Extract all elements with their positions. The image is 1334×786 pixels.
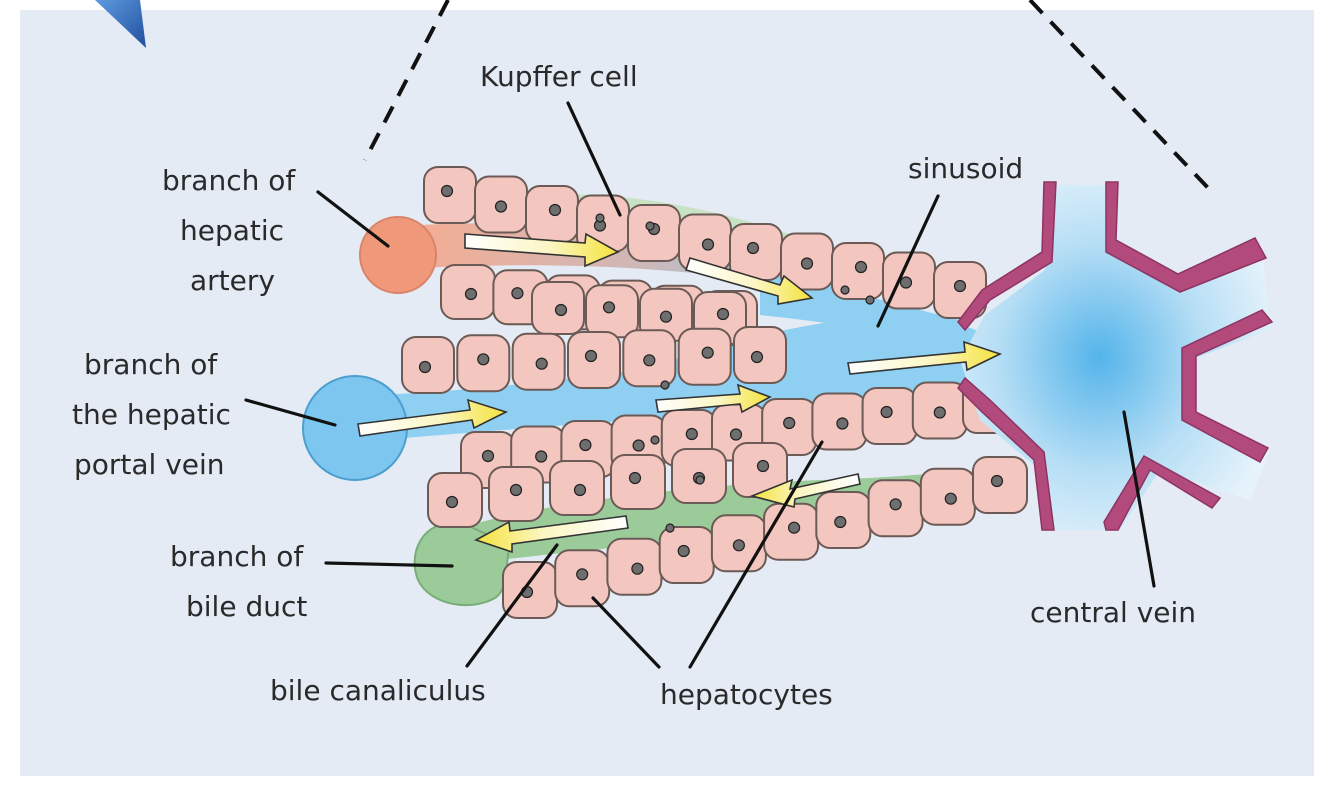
hepatocyte-nucleus: [576, 568, 589, 581]
hepatocyte-nucleus: [933, 406, 946, 419]
hepatocyte-nucleus: [631, 562, 644, 575]
kupffer-cell-nucleus: [695, 475, 705, 485]
kupffer-cell-nucleus: [650, 435, 660, 445]
pointer-central-vein: [1122, 410, 1156, 588]
label-portal-line2: the hepatic: [72, 398, 231, 431]
pointer-canaliculus: [465, 543, 559, 668]
hepatocyte-nucleus: [509, 483, 523, 497]
hepatocyte-nucleus: [746, 241, 760, 255]
hepatocyte-nucleus: [548, 203, 562, 217]
hepatocyte-nucleus: [440, 184, 454, 198]
hepatocyte-nucleus: [944, 492, 957, 505]
label-bile-line1: branch of: [170, 540, 304, 573]
kupffer-cell-nucleus: [660, 380, 670, 390]
hepatocyte-nucleus: [889, 498, 902, 511]
label-central-vein: central vein: [1030, 596, 1196, 629]
hepatocyte-nucleus: [494, 200, 508, 213]
flow-arrows: [357, 232, 1003, 554]
hepatocyte-nucleus: [685, 427, 698, 441]
hepatocyte-nucleus: [573, 483, 587, 497]
arrow-bile-right: [749, 473, 861, 509]
hepatic-artery-branch: [359, 216, 437, 294]
label-hepatocytes: hepatocytes: [660, 678, 833, 711]
central-vein-wall: [957, 181, 1274, 531]
pointer-hepatocytes-a: [591, 596, 661, 669]
label-portal-line1: branch of: [84, 348, 218, 381]
hepatocyte-nucleus: [628, 471, 642, 485]
hepatocyte-nucleus: [477, 353, 490, 366]
hepatocyte-nucleus: [701, 238, 715, 251]
kupffer-cell-nucleus: [595, 213, 605, 223]
hepatocyte-nucleus: [677, 544, 690, 558]
label-artery-line2: hepatic: [180, 214, 284, 247]
hepatocyte-nucleus: [602, 301, 616, 314]
pointer-portal: [244, 398, 337, 427]
arrow-to-central-vein: [847, 340, 1003, 375]
label-artery-line3: artery: [190, 264, 275, 297]
hepatocyte-nucleus: [834, 515, 847, 529]
hepatocyte-nucleus: [716, 307, 730, 321]
hepatocyte-nucleus: [659, 310, 673, 323]
kupffer-cell-nucleus: [645, 221, 655, 231]
hepatocyte-nucleus: [750, 350, 764, 364]
pointer-hepatocytes-b: [688, 440, 824, 669]
zoom-line-right: [1028, 0, 1212, 192]
arrow-bile-left: [474, 515, 629, 554]
hepatocyte-nucleus: [783, 416, 796, 430]
hepatocyte-nucleus: [579, 438, 592, 452]
hepatocyte-nucleus: [787, 521, 801, 534]
kupffer-cell-nucleus: [840, 285, 850, 295]
hepatocyte-nucleus: [899, 276, 913, 289]
label-artery-line1: branch of: [162, 164, 296, 197]
central-vein: [957, 181, 1274, 531]
hepatocyte-nucleus: [701, 346, 714, 359]
hepatocyte-nucleus: [584, 349, 598, 363]
pointer-kupffer: [566, 101, 622, 217]
hepatocyte-nucleus: [418, 360, 432, 374]
hepatocyte-nucleus: [554, 303, 568, 317]
label-kupffer-cell: Kupffer cell: [480, 60, 638, 93]
pointer-bile-duct: [324, 561, 454, 568]
labels: Kupffer cell sinusoid branch of hepatic …: [72, 60, 1196, 711]
hepatocyte-nucleus: [445, 495, 459, 509]
arrow-artery: [464, 232, 620, 268]
kupffer-cell-nucleus: [865, 295, 875, 305]
hepatocyte-nucleus: [732, 539, 746, 552]
hepatocyte-nucleus: [953, 279, 967, 293]
kupffer-cell-nucleus: [665, 523, 675, 533]
hepatocyte-nucleus: [464, 287, 478, 301]
hepatocyte-nucleus: [511, 287, 524, 300]
hepatocyte-nucleus: [800, 257, 814, 270]
label-portal-line3: portal vein: [74, 448, 225, 481]
hepatocyte-nucleus: [632, 439, 645, 452]
arrow-portal: [357, 398, 509, 437]
hepatocyte-nucleus: [880, 405, 893, 419]
label-bile-canaliculus: bile canaliculus: [270, 674, 486, 707]
pointer-sinusoid: [876, 194, 940, 328]
hepatocyte-nucleus: [535, 450, 548, 463]
hepatocyte-cells: [401, 166, 1028, 619]
corner-triangle-icon: [95, 0, 146, 48]
zoom-line-left: [363, 0, 450, 161]
hepatocyte-nucleus: [535, 357, 548, 370]
hepatocyte-nucleus: [481, 449, 495, 463]
pointer-artery: [316, 190, 390, 248]
arrow-sinusoid-upper: [684, 257, 814, 305]
hepatocyte-nucleus: [729, 428, 743, 441]
hepatocyte-nucleus: [990, 474, 1004, 488]
pointer-lines: [244, 101, 1156, 669]
arrow-sinusoid-mid: [655, 383, 772, 414]
label-bile-line2: bile duct: [186, 590, 307, 623]
central-vein-lumen: [960, 185, 1270, 530]
hepatocyte-nucleus: [854, 260, 868, 274]
hepatocyte-nucleus: [643, 354, 656, 367]
label-sinusoid: sinusoid: [908, 152, 1023, 185]
hepatocyte-nucleus: [756, 459, 770, 473]
hepatocyte-nucleus: [836, 417, 849, 430]
